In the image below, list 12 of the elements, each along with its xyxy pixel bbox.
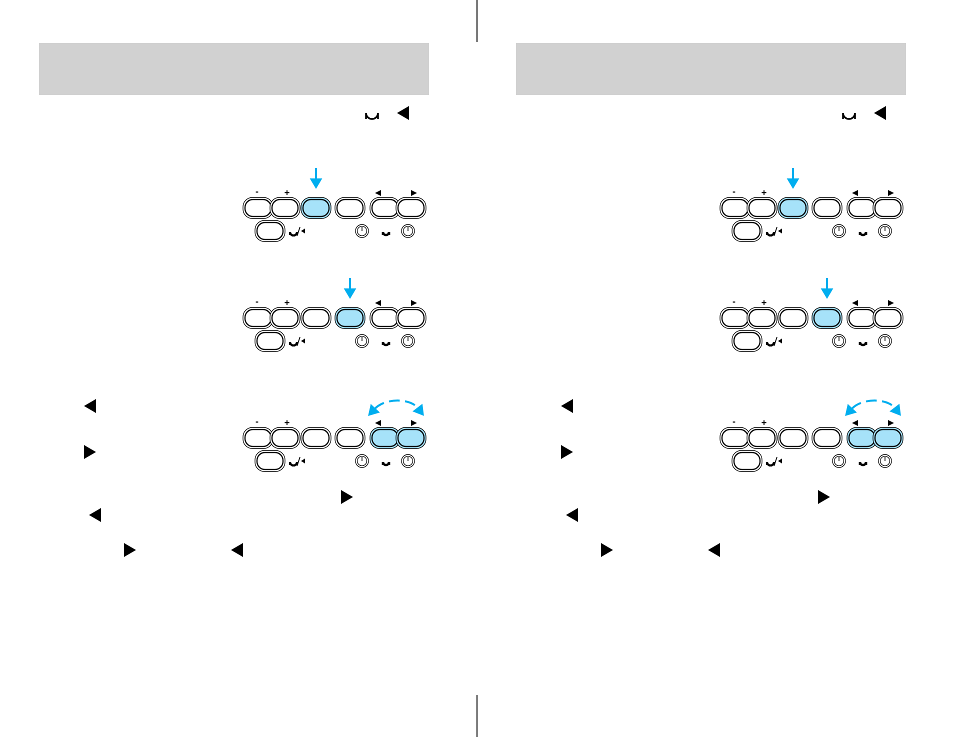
key-sign: -	[256, 302, 258, 303]
key-sign: +	[284, 300, 290, 305]
key-sign: -	[256, 422, 258, 423]
key-sign: +	[762, 300, 766, 305]
key-sign: -	[256, 192, 258, 193]
key-sign: +	[284, 420, 290, 425]
key-sign: -	[732, 192, 736, 193]
key-sign: +	[762, 190, 766, 195]
key-sign: +	[284, 190, 290, 195]
key-sign: -	[732, 422, 736, 423]
key-sign: -	[732, 302, 736, 303]
key-sign: +	[762, 420, 766, 425]
